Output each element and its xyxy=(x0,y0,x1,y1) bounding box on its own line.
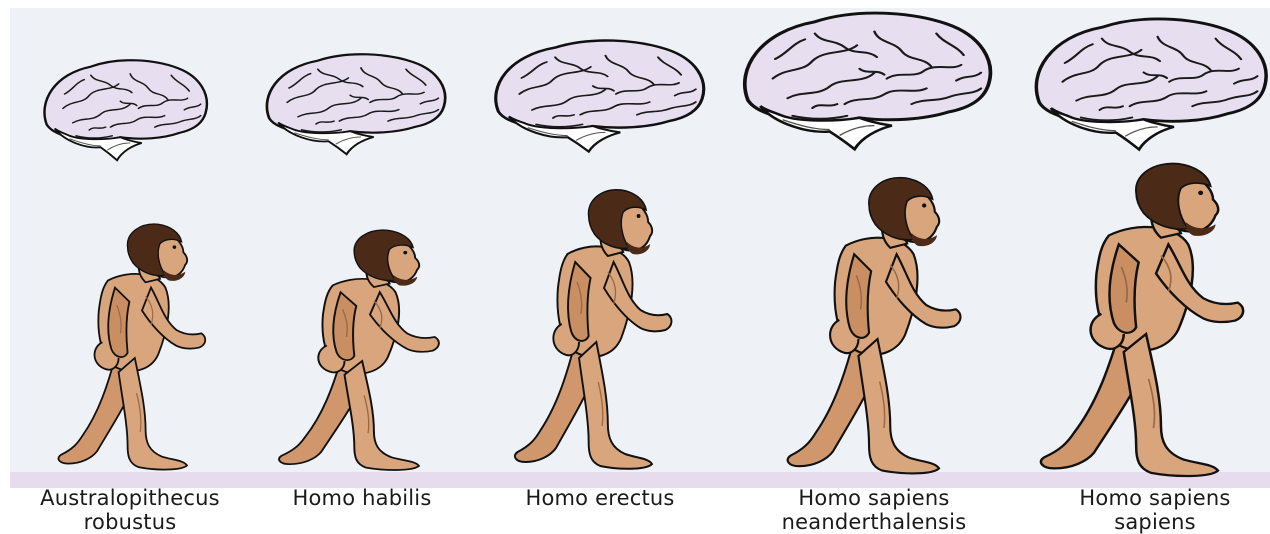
brain-icon-neanderthalensis xyxy=(745,13,991,149)
label-line1: Homo erectus xyxy=(490,486,710,510)
label-homo-habilis: Homo habilis xyxy=(262,486,462,510)
label-line1: Homo sapiens xyxy=(1040,486,1270,510)
label-line1: Homo sapiens xyxy=(744,486,1004,510)
label-homo-erectus: Homo erectus xyxy=(490,486,710,510)
brain-icon-erectus xyxy=(496,40,704,151)
label-australopithecus-robustus: Australopithecus robustus xyxy=(10,486,250,534)
brain-icon-australopithecus xyxy=(44,60,206,160)
hominid-figure-icon-erectus xyxy=(515,190,672,469)
label-homo-sapiens-neanderthalensis: Homo sapiens neanderthalensis xyxy=(744,486,1004,534)
brain-icon-sapiens xyxy=(1036,19,1266,150)
label-homo-sapiens-sapiens: Homo sapiens sapiens xyxy=(1040,486,1270,534)
label-line2: sapiens xyxy=(1040,510,1270,534)
hominid-figure-icon-habilis xyxy=(279,230,439,470)
hominid-figure-icon-australopithecus xyxy=(58,224,205,470)
brain-icon-habilis xyxy=(267,54,445,154)
label-line2: robustus xyxy=(10,510,250,534)
label-line2: neanderthalensis xyxy=(744,510,1004,534)
hominid-figure-icon-neanderthalensis xyxy=(788,178,961,474)
hominid-figure-icon-sapiens xyxy=(1041,164,1243,476)
label-line1: Homo habilis xyxy=(262,486,462,510)
label-line1: Australopithecus xyxy=(10,486,250,510)
